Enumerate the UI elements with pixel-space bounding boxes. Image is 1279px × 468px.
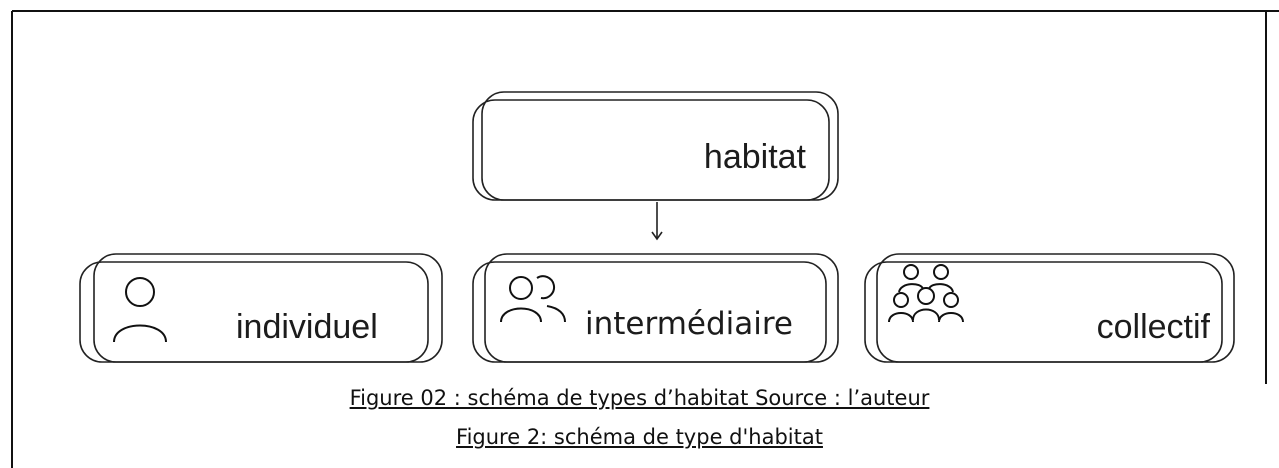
node-outline xyxy=(864,253,1235,363)
group-icon xyxy=(888,264,964,323)
node-individuel: individuel xyxy=(76,250,444,364)
node-intermediaire: intermédiaire xyxy=(469,250,840,364)
figure-caption-secondary: Figure 2: schéma de type d'habitat xyxy=(456,425,823,449)
node-outline xyxy=(472,253,839,363)
node-outline xyxy=(79,253,443,363)
figure-caption: Figure 02 : schéma de types d’habitat So… xyxy=(349,386,930,410)
node-label: individuel xyxy=(236,308,378,346)
node-outline xyxy=(472,91,839,201)
node-label: collectif xyxy=(1096,308,1210,346)
two-people-icon xyxy=(500,275,566,323)
node-label: intermédiaire xyxy=(585,306,793,342)
node-collectif: collectif xyxy=(861,250,1236,364)
node-habitat: habitat xyxy=(470,86,842,202)
node-label: habitat xyxy=(703,138,806,176)
person-icon xyxy=(113,277,167,343)
